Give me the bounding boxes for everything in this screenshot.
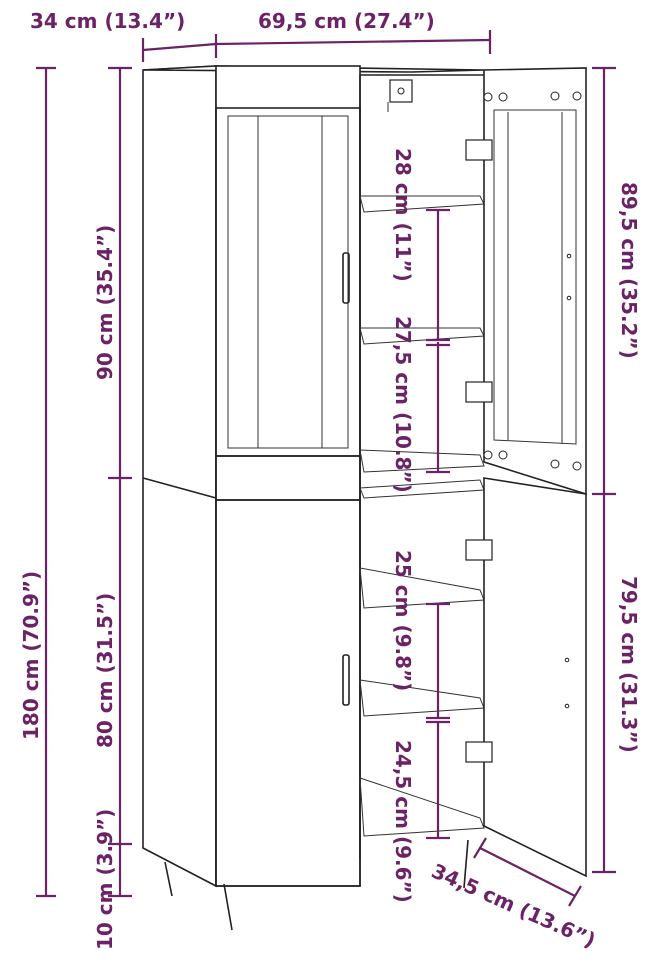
width-label: 69,5 cm (27.4”) bbox=[258, 9, 435, 33]
cabinet-drawing bbox=[142, 65, 587, 931]
upper-right-door-open bbox=[483, 67, 587, 496]
lower-shelf-0 bbox=[359, 479, 485, 499]
upper-door-height-label: 89,5 cm (35.2”) bbox=[617, 182, 641, 359]
cabinet-side-panel bbox=[142, 65, 217, 888]
shelf-gap-3-label: 25 cm (9.8”) bbox=[391, 550, 415, 691]
door-width-label: 34,5 cm (13.6”) bbox=[428, 859, 599, 953]
lower-door-height-label: 79,5 cm (31.3”) bbox=[617, 576, 641, 753]
lower-shelf-2 bbox=[359, 679, 485, 717]
upper-shelf-1 bbox=[359, 195, 485, 213]
lower-shelf-1 bbox=[359, 567, 485, 609]
dimension-lines bbox=[36, 30, 616, 907]
leg-height-label: 10 cm (3.9”) bbox=[93, 809, 117, 950]
hinge-icon bbox=[465, 741, 493, 763]
cabinet-legs bbox=[164, 839, 469, 931]
side-divider bbox=[142, 477, 217, 499]
cabinet-interior bbox=[359, 74, 485, 858]
lower-shelf-3 bbox=[359, 777, 485, 837]
hinge-icon bbox=[465, 139, 493, 161]
hinges bbox=[465, 139, 493, 763]
depth-label: 34 cm (13.4”) bbox=[30, 9, 185, 33]
upper-height-label: 90 cm (35.4”) bbox=[93, 225, 117, 380]
upper-left-glass bbox=[227, 115, 349, 449]
upper-shelf-3 bbox=[359, 449, 485, 473]
cabinet-front-left bbox=[215, 65, 361, 887]
lower-left-handle bbox=[342, 654, 350, 706]
total-height-label: 180 cm (70.9”) bbox=[19, 571, 43, 740]
shelf-gap-4-label: 24,5 cm (9.6”) bbox=[391, 740, 415, 903]
lower-right-door-open bbox=[483, 477, 587, 878]
hinge-icon bbox=[465, 539, 493, 561]
upper-left-handle bbox=[342, 252, 350, 304]
shelf-gap-2-label: 27,5 cm (10.8”) bbox=[391, 316, 415, 493]
lower-height-label: 80 cm (31.5”) bbox=[93, 593, 117, 748]
upper-shelf-2 bbox=[359, 327, 485, 345]
hinge-icon bbox=[465, 381, 493, 403]
shelf-gap-1-label: 28 cm (11”) bbox=[391, 148, 415, 282]
